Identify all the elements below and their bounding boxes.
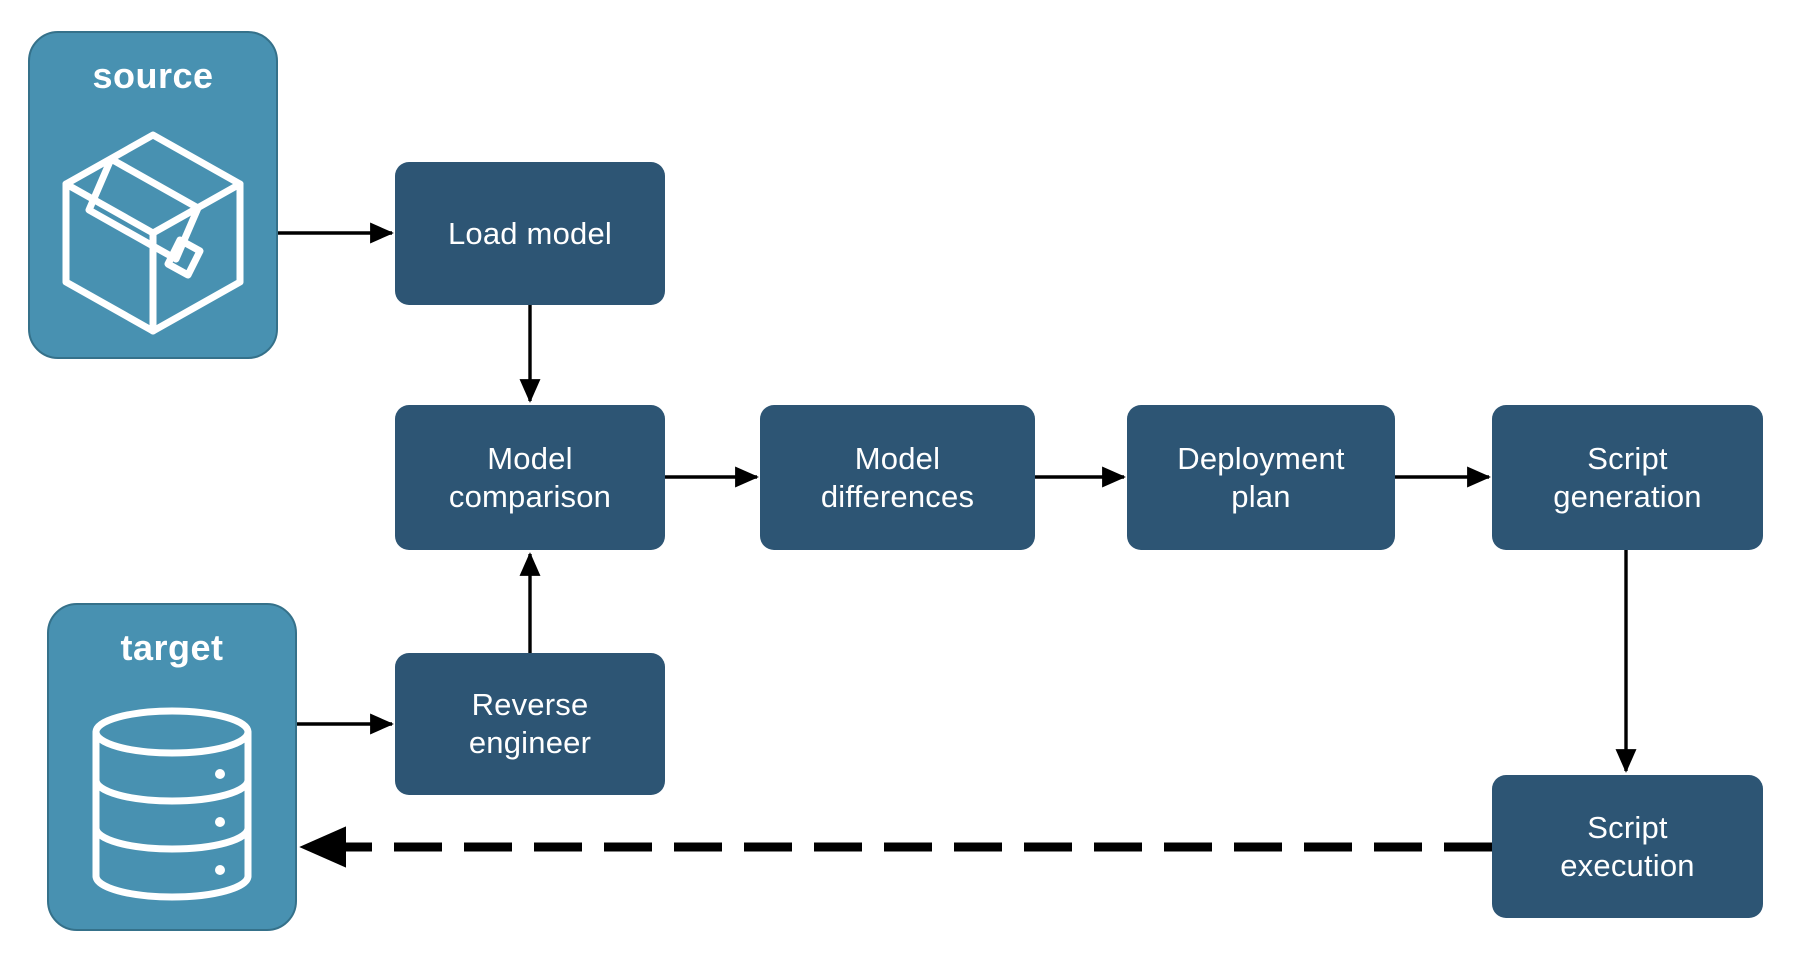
node-model-differences[interactable]: Model differences — [760, 405, 1035, 550]
node-source[interactable]: source — [28, 31, 278, 359]
node-script-execution-label: Script execution — [1560, 809, 1695, 883]
node-target[interactable]: target — [47, 603, 297, 931]
node-source-label: source — [92, 55, 214, 96]
package-box-icon — [30, 107, 276, 357]
node-model-comparison-label: Model comparison — [448, 440, 612, 514]
database-cylinder-icon — [49, 679, 295, 929]
node-script-generation-label: Script generation — [1553, 440, 1702, 514]
node-script-execution[interactable]: Script execution — [1492, 775, 1763, 918]
node-reverse-engineer-label: Reverse engineer — [468, 687, 592, 760]
node-script-generation[interactable]: Script generation — [1492, 405, 1763, 550]
node-model-differences-label: Model differences — [820, 440, 975, 514]
node-load-model[interactable]: Load model — [395, 162, 665, 305]
node-deployment-plan-label: Deployment plan — [1177, 440, 1345, 514]
node-load-model-label: Load model — [447, 215, 612, 251]
node-reverse-engineer[interactable]: Reverse engineer — [395, 653, 665, 795]
node-model-comparison[interactable]: Model comparison — [395, 405, 665, 550]
node-deployment-plan[interactable]: Deployment plan — [1127, 405, 1395, 550]
node-target-label: target — [120, 627, 224, 668]
